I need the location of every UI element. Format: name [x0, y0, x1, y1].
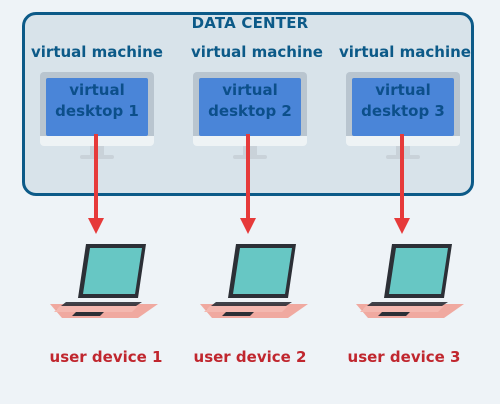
vm-label-3: virtual machine [339, 43, 471, 61]
user-device-3-label: user device 3 [347, 348, 461, 366]
laptop-icon [50, 244, 158, 318]
laptop-icon [356, 244, 464, 318]
laptop-icon [200, 244, 308, 318]
virtual-desktop-1-label: virtual desktop 1 [46, 80, 148, 122]
vm-label-1: virtual machine [31, 43, 163, 61]
monitor-icon: virtual desktop 2 [193, 72, 307, 164]
user-device-2-label: user device 2 [193, 348, 307, 366]
virtual-desktop-2-label: virtual desktop 2 [199, 80, 301, 122]
virtual-desktop-2-line1: virtual [222, 81, 278, 99]
down-arrow-1 [88, 134, 104, 234]
vm-screen-1 [46, 78, 148, 136]
virtual-desktop-3-line2: desktop 3 [361, 102, 445, 120]
down-arrow-3 [394, 134, 410, 234]
vm-screen-3 [352, 78, 454, 136]
virtual-desktop-3-label: virtual desktop 3 [352, 80, 454, 122]
vm-label-2: virtual machine [191, 43, 323, 61]
virtual-desktop-1-line2: desktop 1 [55, 102, 139, 120]
down-arrow-2 [240, 134, 256, 234]
virtual-desktop-3-line1: virtual [375, 81, 431, 99]
virtual-desktop-1-line1: virtual [69, 81, 125, 99]
data-center-title: DATA CENTER [191, 14, 309, 32]
virtual-desktop-2-line2: desktop 2 [208, 102, 292, 120]
user-device-1-label: user device 1 [49, 348, 163, 366]
vm-screen-2 [199, 78, 301, 136]
